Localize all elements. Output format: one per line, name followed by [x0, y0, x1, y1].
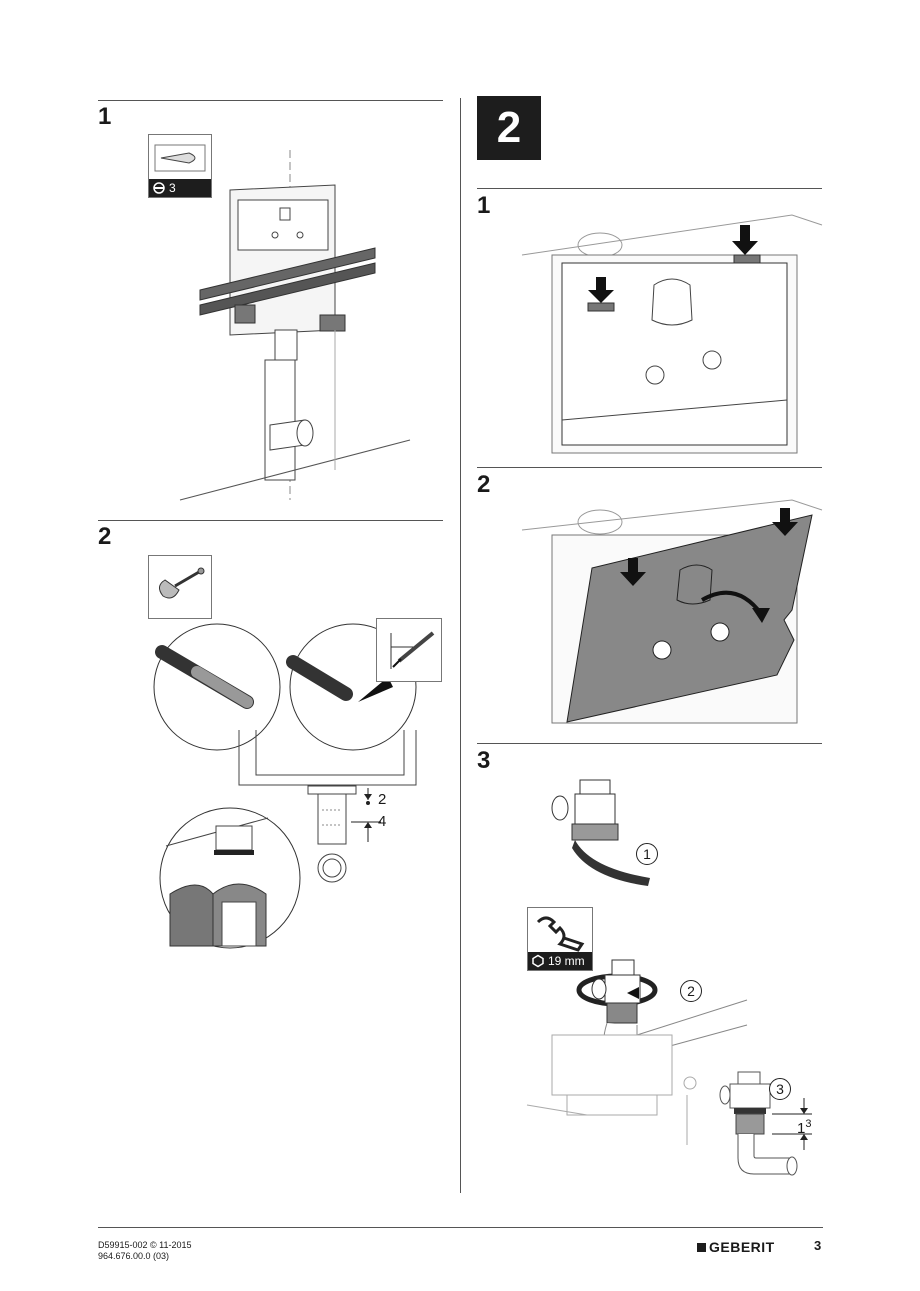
wrench-size-badge: 19 mm: [528, 952, 592, 970]
hex-nut-icon: [532, 954, 544, 968]
vice-tightening-drawing: [526, 959, 748, 1145]
frame-installation-drawing: [179, 150, 411, 501]
brand-logo-mark: [697, 1242, 706, 1252]
right-step2-number: 2: [477, 471, 491, 498]
left-step2-number: 2: [98, 523, 112, 550]
insertion-depth-label: 4: [378, 813, 387, 830]
brand-logo: GEBERIT: [697, 1239, 775, 1255]
article-number: 964.676.00.0 (03): [98, 1251, 170, 1261]
pipe-end-detail-left: [153, 623, 281, 751]
brand-logo-text: GEBERIT: [709, 1239, 775, 1255]
thread-protrusion-label: 13: [797, 1118, 811, 1137]
pipe-cutter-tool-box: [148, 555, 212, 619]
right-step3-rule: [477, 743, 822, 744]
wrench-size: 19 mm: [548, 954, 585, 968]
screwdriver-icon: [154, 144, 206, 172]
cover-plate-removal-drawing: [521, 499, 823, 724]
screwdriver-tool-box: 3: [148, 134, 212, 198]
pipe-cutter-icon: [159, 567, 205, 599]
deburr-knife-detail: [376, 618, 442, 682]
right-step1-number: 1: [477, 192, 491, 219]
seal-detail-circle: [159, 807, 301, 949]
screwdriver-size: 3: [169, 181, 176, 195]
screwdriver-size-badge: 3: [149, 179, 211, 197]
column-divider: [460, 98, 461, 1193]
left-step2-rule: [98, 520, 443, 521]
section-number-badge: 2: [477, 96, 541, 160]
cover-plate-installed-drawing: [521, 214, 823, 454]
thread-protrusion-base: 1: [797, 1120, 806, 1137]
angle-valve-sealing-drawing: [551, 779, 650, 886]
insertion-mark-label: 2: [378, 791, 387, 808]
right-step2-rule: [477, 467, 822, 468]
page-number: 3: [814, 1238, 822, 1253]
document-code: D59915-002 © 11-2015: [98, 1240, 192, 1250]
wrench-icon: [536, 916, 585, 952]
callout-3: 3: [769, 1078, 791, 1100]
left-step1-number: 1: [98, 103, 112, 130]
left-step1-rule: [98, 100, 443, 101]
pipe-insertion-drawing: [238, 730, 417, 883]
callout-1: 1: [636, 843, 658, 865]
callout-2: 2: [680, 980, 702, 1002]
footer-rule: [98, 1227, 823, 1228]
right-step3-number: 3: [477, 747, 491, 774]
thread-protrusion-exp: 3: [805, 1118, 812, 1130]
knife-icon: [390, 631, 435, 669]
elbow-fitting-drawing: [719, 1071, 812, 1176]
right-step1-rule: [477, 188, 822, 189]
wrench-tool-box: 19 mm: [527, 907, 593, 971]
slot-head-icon: [153, 182, 165, 194]
